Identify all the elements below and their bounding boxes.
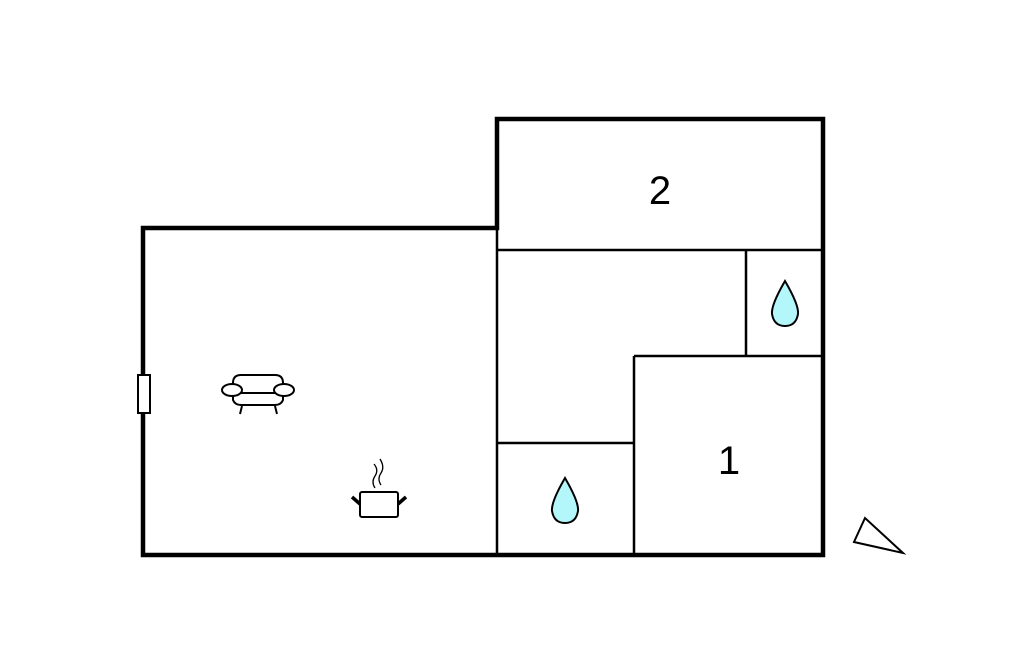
north-arrow-icon — [852, 516, 907, 555]
water-drop-icon — [770, 279, 800, 328]
interior-walls — [495, 228, 823, 555]
window-icon — [137, 374, 151, 414]
cooking-pot-icon — [350, 458, 408, 518]
sofa-icon — [221, 374, 295, 415]
room-label-1: 1 — [718, 439, 740, 483]
outer-wall — [140, 116, 826, 558]
room-label-2: 2 — [649, 169, 671, 213]
water-drop-icon — [550, 476, 580, 525]
